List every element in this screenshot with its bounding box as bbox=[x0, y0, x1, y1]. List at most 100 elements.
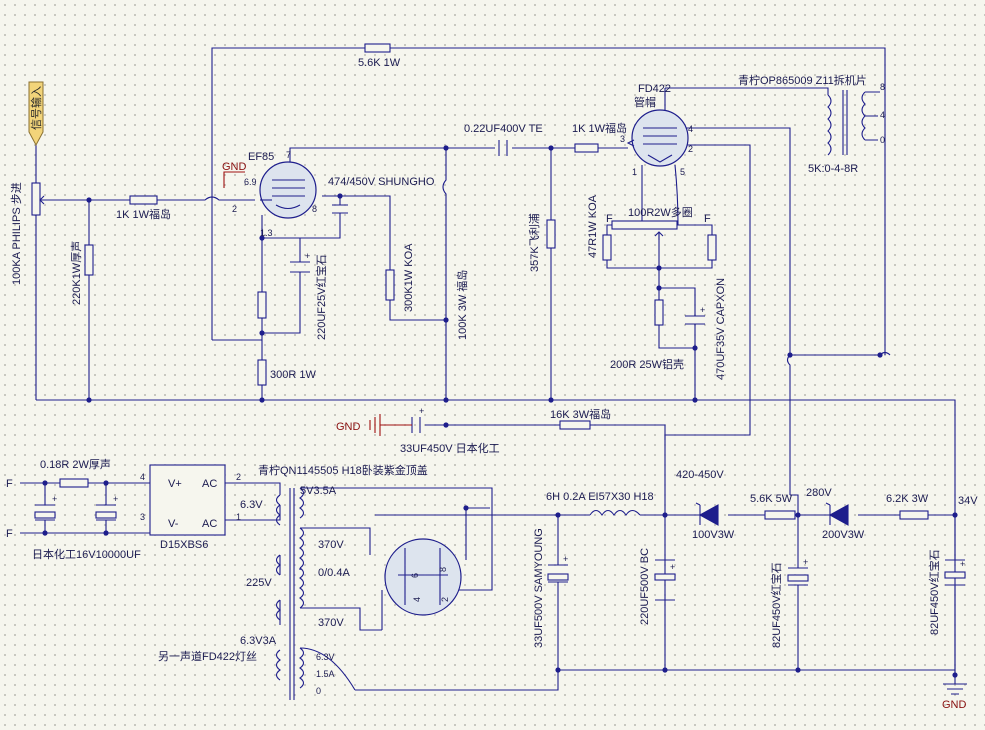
resistor-1k-grid bbox=[129, 195, 158, 205]
svg-text:+: + bbox=[960, 559, 965, 569]
label-gnd-69: GND bbox=[222, 161, 247, 173]
label-br-p4: 4 bbox=[140, 472, 145, 482]
label-f-in1: F bbox=[6, 478, 13, 490]
label-f-in2: F bbox=[6, 528, 13, 540]
label-rect-p2: 2 bbox=[440, 597, 450, 602]
power-transformer bbox=[275, 487, 305, 700]
svg-text:+: + bbox=[563, 554, 568, 564]
label-vol-pot: 100KA PHILIPS 步进 bbox=[10, 182, 23, 285]
signal-input-tag bbox=[28, 81, 44, 147]
label-ptx-225: 225V bbox=[246, 577, 272, 589]
label-ptx-0: 0 bbox=[316, 686, 321, 696]
svg-text:+: + bbox=[305, 251, 310, 261]
resistor-5k6-feedback bbox=[364, 43, 391, 53]
label-fd-p1: 1 bbox=[632, 167, 637, 177]
label-ptx-633a: 6.3V3A bbox=[240, 635, 277, 647]
label-br-ac1: AC bbox=[202, 478, 217, 490]
label-gnd-main: GND bbox=[336, 421, 361, 433]
label-fd-p2: 2 bbox=[688, 144, 693, 154]
resistor-357k bbox=[546, 219, 556, 249]
label-r-018: 0.18R 2W厚声 bbox=[40, 457, 111, 471]
label-cap-10000: 日本化工16V10000UF bbox=[32, 547, 141, 561]
resistor-220k bbox=[84, 244, 94, 276]
label-fd-p4: 4 bbox=[688, 124, 693, 134]
label-br-p1: 1 bbox=[236, 512, 241, 522]
label-br-vp: V+ bbox=[168, 478, 182, 490]
label-cap-82b: 82UF450V红宝石 bbox=[927, 549, 941, 635]
label-ef-p7: 7 bbox=[286, 150, 291, 160]
label-v-420: 420-450V bbox=[676, 469, 724, 481]
fd422-tube bbox=[626, 109, 689, 167]
label-pot-100r: 100R2W多圈 bbox=[628, 205, 693, 219]
label-fd422: FD422 bbox=[638, 83, 671, 95]
ground-symbols bbox=[223, 171, 967, 695]
label-r-16k: 16K 3W福岛 bbox=[550, 407, 611, 421]
label-r-5k6-fb: 5.6K 1W bbox=[358, 57, 401, 69]
label-cap-33sam: 33UF500V SAMYOUNG bbox=[533, 528, 545, 648]
label-fd-p3: 3 bbox=[620, 134, 625, 144]
ef85-tube bbox=[259, 161, 317, 219]
label-otx-8: 8 bbox=[880, 82, 885, 92]
label-ptx-63b: 6.3V bbox=[316, 652, 335, 662]
resistor-f-right bbox=[707, 234, 717, 261]
label-choke: 6H 0.2A EI57X30 H18 bbox=[546, 491, 654, 503]
label-cap-220bc: 220UF500V BC bbox=[639, 548, 651, 625]
resistor-018r bbox=[59, 478, 89, 488]
resistor-300k bbox=[385, 269, 395, 301]
resistor-5k6-5w bbox=[764, 510, 796, 520]
svg-text:+: + bbox=[803, 557, 808, 567]
label-ptx: 青柠QN1145505 H18卧装紫金顶盖 bbox=[258, 463, 428, 477]
label-ptx-other: 另一声道FD422灯丝 bbox=[158, 649, 257, 663]
resistor-47r bbox=[602, 234, 612, 261]
bridge-rectifier bbox=[149, 464, 226, 536]
svg-text:+: + bbox=[700, 305, 705, 315]
label-ef-p2: 2 bbox=[232, 204, 237, 214]
label-ptx-63: 6.3V bbox=[240, 499, 263, 511]
label-ptx-15: 1.5A bbox=[316, 669, 335, 679]
label-cap-470: 470UF35V CAPXON bbox=[715, 278, 727, 380]
resistors bbox=[31, 43, 929, 520]
label-cap-220uf25: 220UF25V红宝石 bbox=[314, 254, 328, 340]
label-ptx-5v: 5V3.5A bbox=[300, 485, 337, 497]
label-r-1k-grid: 1K 1W福岛 bbox=[116, 207, 171, 221]
output-transformer bbox=[827, 90, 880, 156]
label-ptx-04: 0/0.4A bbox=[318, 567, 350, 579]
label-ptx-370b: 370V bbox=[318, 617, 344, 629]
capacitors: + + + + + + + + + bbox=[34, 140, 966, 601]
label-cap-022: 0.22UF400V TE bbox=[464, 123, 543, 135]
volume-pot bbox=[31, 182, 41, 216]
label-ef-p8: 8 bbox=[312, 204, 317, 214]
rectifier-tube bbox=[384, 538, 462, 616]
label-gnd-bottom: GND bbox=[942, 699, 967, 711]
label-pin-13: 1.3 bbox=[260, 228, 273, 238]
label-fd422-sub: 管帽 bbox=[634, 95, 656, 109]
label-z-200: 200V3W bbox=[822, 529, 865, 541]
label-cap-82a: 82UF450V红宝石 bbox=[769, 562, 783, 648]
choke bbox=[589, 509, 641, 516]
resistor-cathode-ef85 bbox=[257, 291, 267, 319]
label-v-280: 280V bbox=[806, 487, 832, 499]
pot-100r bbox=[611, 220, 678, 230]
label-br-vm: V- bbox=[168, 518, 179, 530]
label-pin-69: 6.9 bbox=[244, 177, 257, 187]
label-v-34: 34V bbox=[958, 495, 978, 507]
label-r-200r: 200R 25W铝壳 bbox=[610, 357, 684, 371]
label-r-5k6-5w: 5.6K 5W bbox=[750, 493, 793, 505]
label-br-ac2: AC bbox=[202, 518, 217, 530]
svg-text:+: + bbox=[113, 494, 118, 504]
svg-text:+: + bbox=[52, 494, 57, 504]
label-br-p2: 2 bbox=[236, 472, 241, 482]
svg-text:+: + bbox=[419, 406, 424, 416]
label-cap-474: 474/450V SHUNGHO bbox=[328, 176, 435, 188]
wires bbox=[20, 47, 956, 691]
resistor-16k bbox=[559, 420, 591, 430]
label-r-357k: 357K飞利浦 bbox=[528, 213, 541, 272]
label-otx-4: 4 bbox=[880, 110, 885, 120]
label-z-100: 100V3W bbox=[692, 529, 735, 541]
label-r-1k-fd: 1K 1W福岛 bbox=[572, 121, 627, 135]
label-r-300k: 300K1W KOA bbox=[403, 243, 415, 312]
label-r-47r: 47R1W KOA bbox=[587, 194, 599, 258]
label-otx-sec: 5K:0-4-8R bbox=[808, 163, 858, 175]
label-ef85: EF85 bbox=[248, 151, 274, 163]
label-f-left: F bbox=[606, 213, 613, 225]
